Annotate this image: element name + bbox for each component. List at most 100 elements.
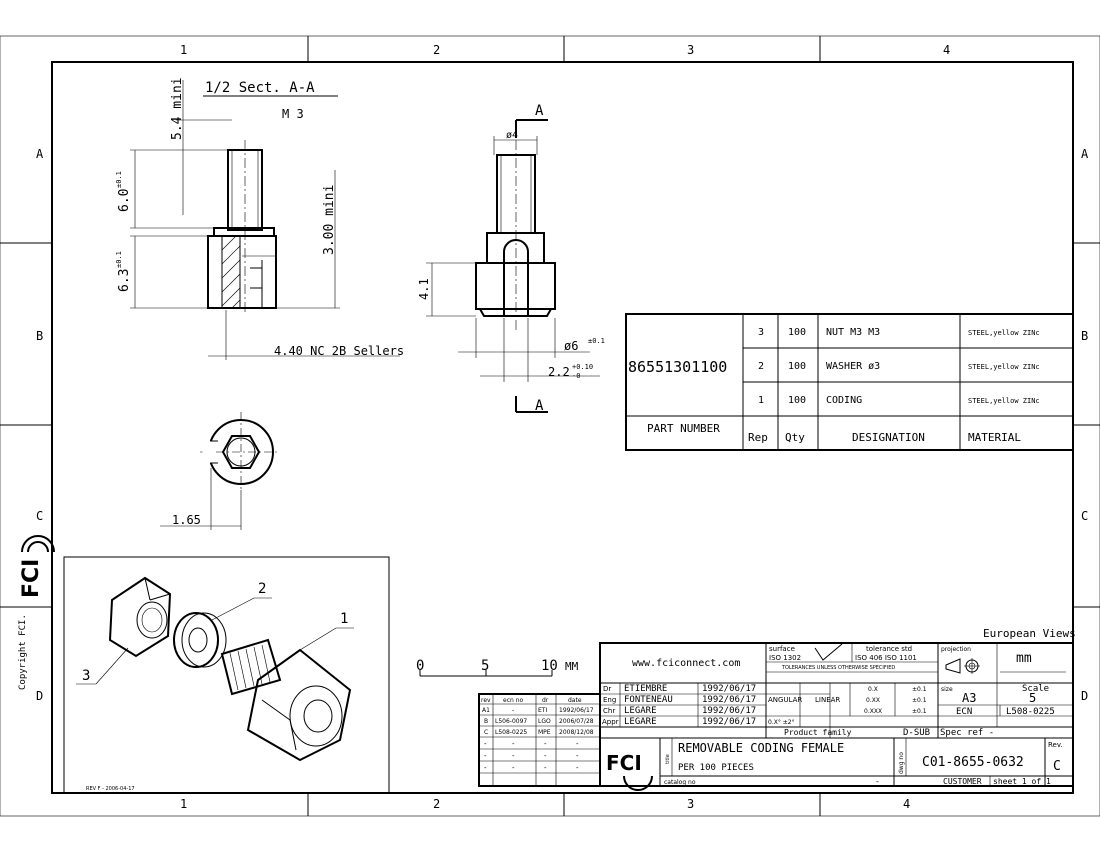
rev-r5-date: - — [576, 752, 579, 760]
rev-r5-ecn: - — [512, 752, 515, 760]
parts-row-2-qty: 100 — [788, 361, 806, 372]
zone-row-b-right: B — [1081, 329, 1088, 343]
callout-3: 3 — [82, 668, 90, 684]
exploded-nut — [108, 576, 172, 658]
dim-5-4-mini: 5.4 mini — [170, 77, 185, 140]
tb-size-label: size — [941, 686, 953, 693]
parts-row-2-designation: WASHER ø3 — [826, 361, 880, 372]
rev-r4-rev: - — [484, 740, 487, 748]
tb-product-family-label: Product family — [784, 728, 852, 737]
rev-r1-rev: A1 — [482, 707, 490, 714]
tb-appr-date: 1992/06/17 — [702, 717, 756, 727]
tb-surface-label: surface — [769, 645, 795, 653]
fci-logo-arc-inner — [27, 541, 49, 553]
zone-col-1-top: 1 — [180, 43, 187, 57]
tb-dr-name: ETIEMBRE — [624, 684, 667, 694]
dim-dia-4: ø4 — [506, 130, 518, 141]
revisions-table: rev ecn no dr date A1 - ETI 1992/06/17 B… — [478, 693, 601, 787]
section-mark-bottom: A — [535, 398, 544, 414]
tb-projection-label: projection — [941, 646, 971, 653]
tb-dr-role: Dr — [603, 685, 611, 693]
dim-6-3-tol: ±0.1 — [115, 251, 123, 268]
tb-angular: ANGULAR — [768, 696, 802, 704]
tb-appr-role: Appr — [602, 718, 619, 726]
tb-scale-label: Scale — [1022, 684, 1049, 694]
dim-4-1: 4.1 — [417, 278, 431, 300]
rev-r3-ecn: L508-0225 — [495, 729, 527, 736]
zone-col-1-bottom: 1 — [180, 797, 187, 811]
surface-check-icon — [814, 643, 843, 661]
dim-m3: M 3 — [282, 107, 304, 121]
zone-row-c-right: C — [1081, 509, 1088, 523]
scale-0: 0 — [416, 658, 424, 674]
tb-sheet: sheet 1 of 1 — [993, 777, 1051, 786]
rev-r2-ecn: L506-0097 — [495, 718, 527, 725]
front-body-upper — [486, 232, 545, 264]
tb-product-family: D-SUB — [903, 728, 930, 738]
zone-row-b-left: B — [36, 329, 43, 343]
dim-dia-6-tol: ±0.1 — [588, 337, 605, 345]
section-body — [207, 235, 277, 309]
zone-ticks — [0, 36, 1100, 816]
tb-dwg-label: dwg no — [898, 752, 905, 774]
callout-1: 1 — [340, 611, 348, 627]
front-view: A ø4 4.1 ø6 ±0.1 2.2 +0.10 -0 A — [417, 103, 605, 414]
parts-row-3-qty: 100 — [788, 395, 806, 406]
part-number-value: 86551301100 — [628, 358, 727, 376]
copyright-text: Copyright FCI. — [18, 614, 28, 690]
rev-r4-ecn: - — [512, 740, 515, 748]
rev-note: REV F - 2006-04-17 — [86, 786, 135, 792]
dim-6-0-tol: ±0.1 — [115, 171, 123, 188]
dim-6-3: 6.3 — [117, 269, 132, 292]
rev-r4-dr: - — [544, 740, 547, 748]
dim-4-40-nc: 4.40 NC 2B Sellers — [274, 344, 404, 358]
tb-size: A3 — [962, 691, 976, 705]
tb-chr-role: Chr — [603, 707, 615, 715]
dim-3-00-mini: 3.00 mini — [322, 185, 337, 255]
parts-row-3-material: STEEL,yellow ZINc — [968, 397, 1040, 405]
zone-row-a-right: A — [1081, 147, 1089, 161]
tb-tol-label: tolerance std — [866, 645, 912, 653]
outer-border — [0, 35, 1100, 817]
scale-5: 5 — [481, 658, 489, 674]
tb-rev: C — [1053, 759, 1061, 774]
tb-title-1: REMOVABLE CODING FEMALE — [678, 741, 844, 755]
parts-row-1-qty: 100 — [788, 327, 806, 338]
header-material: MATERIAL — [968, 431, 1021, 444]
fci-title-logo: FCI — [606, 751, 653, 791]
tb-eng-date: 1992/06/17 — [702, 695, 756, 705]
zone-row-c-left: C — [36, 509, 43, 523]
rev-r5-rev: - — [484, 752, 487, 760]
tb-dwg-no: C01-8655-0632 — [922, 755, 1024, 770]
rev-r4-date: - — [576, 740, 579, 748]
tb-title-2: PER 100 PIECES — [678, 763, 754, 773]
tb-units: mm — [1016, 651, 1032, 666]
dim-2-2-tol-plus: +0.10 — [572, 363, 593, 371]
rev-r6-dr: - — [544, 764, 547, 772]
tb-tol-std: ISO 406 ISO 1101 — [855, 654, 917, 662]
fci-side-logo: FCI — [19, 535, 55, 598]
parts-list: 86551301100 3 100 NUT M3 M3 STEEL,yellow… — [625, 313, 1074, 451]
dim-dia-6: ø6 — [564, 339, 578, 353]
header-designation: DESIGNATION — [852, 431, 925, 444]
header-rep: Rep — [748, 431, 768, 444]
rev-r1-ecn: - — [512, 707, 514, 714]
tb-catalog: - — [875, 777, 880, 786]
parts-row-2-material: STEEL,yellow ZINc — [968, 363, 1040, 371]
fci-logo-text: FCI — [19, 559, 44, 598]
rev-header-dr: dr — [542, 697, 549, 704]
tb-lin-r3-b: ±0.1 — [912, 708, 927, 715]
tb-eng-name: FONTENEAU — [624, 695, 673, 705]
section-hatch-area — [221, 235, 241, 309]
rev-r3-dr: MPE — [538, 729, 551, 736]
rev-r2-dr: LGO — [538, 718, 551, 725]
exploded-view: 1 2 3 — [63, 556, 390, 794]
zone-col-4-bottom: 4 — [903, 797, 910, 811]
scale-bar: 0 5 10 MM — [416, 658, 579, 677]
tb-chr-name: LEGARE — [624, 706, 657, 716]
fci-title-logo-text: FCI — [606, 751, 642, 775]
tb-title-label: title — [665, 754, 671, 764]
section-mark-top: A — [535, 103, 544, 119]
rev-r1-date: 1992/06/17 — [559, 707, 594, 714]
